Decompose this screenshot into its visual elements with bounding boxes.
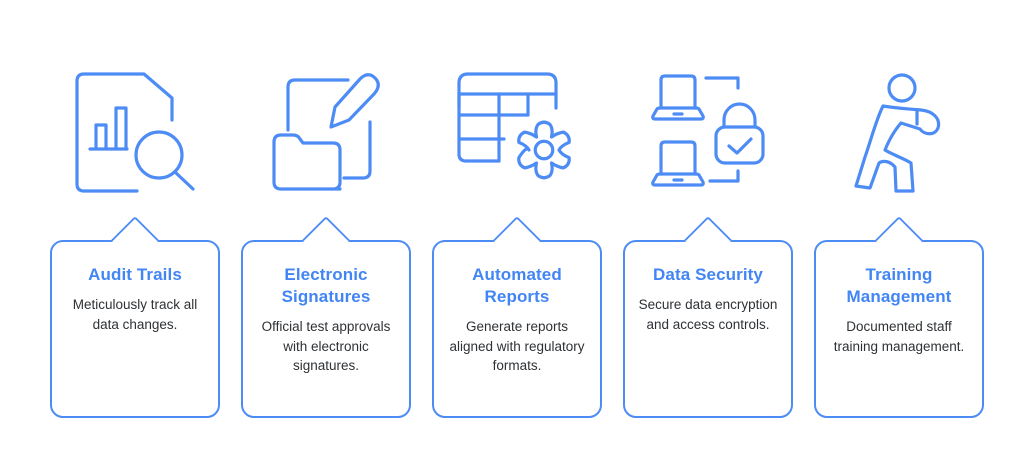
card-audit-trails: Audit Trails Meticulously track all data… xyxy=(50,215,220,418)
card-pointer xyxy=(683,215,733,265)
card-description: Meticulously track all data changes. xyxy=(72,297,198,332)
card-description: Secure data encryption and access contro… xyxy=(638,297,778,332)
training-management-icon xyxy=(814,68,984,200)
data-security-icon xyxy=(623,68,793,200)
card-training-management: Training Management Documented staff tra… xyxy=(814,215,984,418)
card-automated-reports: Automated Reports Generate reports align… xyxy=(432,215,602,418)
card-electronic-signatures: Electronic Signatures Official test appr… xyxy=(241,215,411,418)
card-title: Training Management xyxy=(846,265,952,306)
card-title: Electronic Signatures xyxy=(281,265,371,306)
automated-reports-icon xyxy=(432,68,602,200)
card-description: Official test approvals with electronic … xyxy=(261,319,391,373)
card-pointer xyxy=(301,215,351,265)
card-pointer xyxy=(874,215,924,265)
card-title: Data Security xyxy=(653,265,763,284)
card-description: Documented staff training management. xyxy=(833,319,965,354)
card-description: Generate reports aligned with regulatory… xyxy=(449,319,585,373)
card-title: Audit Trails xyxy=(88,265,182,284)
audit-trails-icon xyxy=(50,68,220,200)
icon-row xyxy=(50,68,983,200)
card-pointer xyxy=(110,215,160,265)
card-pointer xyxy=(492,215,542,265)
card-data-security: Data Security Secure data encryption and… xyxy=(623,215,793,418)
electronic-signatures-icon xyxy=(241,68,411,200)
card-title: Automated Reports xyxy=(472,265,562,306)
card-row: Audit Trails Meticulously track all data… xyxy=(50,215,984,418)
